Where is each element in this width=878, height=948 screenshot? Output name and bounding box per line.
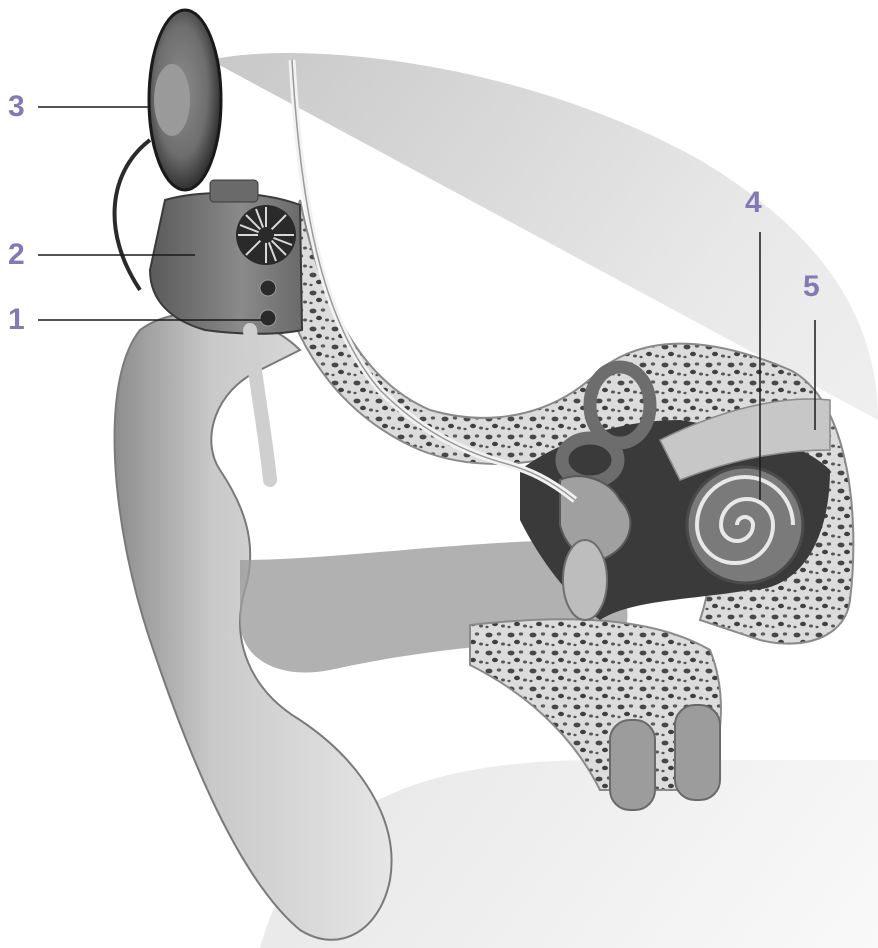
coil-cable [115,140,150,290]
callout-number-5: 5 [803,272,820,302]
external-coil [149,10,221,190]
cochlea [687,467,803,583]
callout-number-3: 3 [8,92,25,122]
callout-number-4: 4 [745,188,762,218]
callout-number-2: 2 [8,240,25,270]
sound-processor [150,180,302,334]
eardrum [563,540,607,620]
callout-number-1: 1 [8,305,25,335]
